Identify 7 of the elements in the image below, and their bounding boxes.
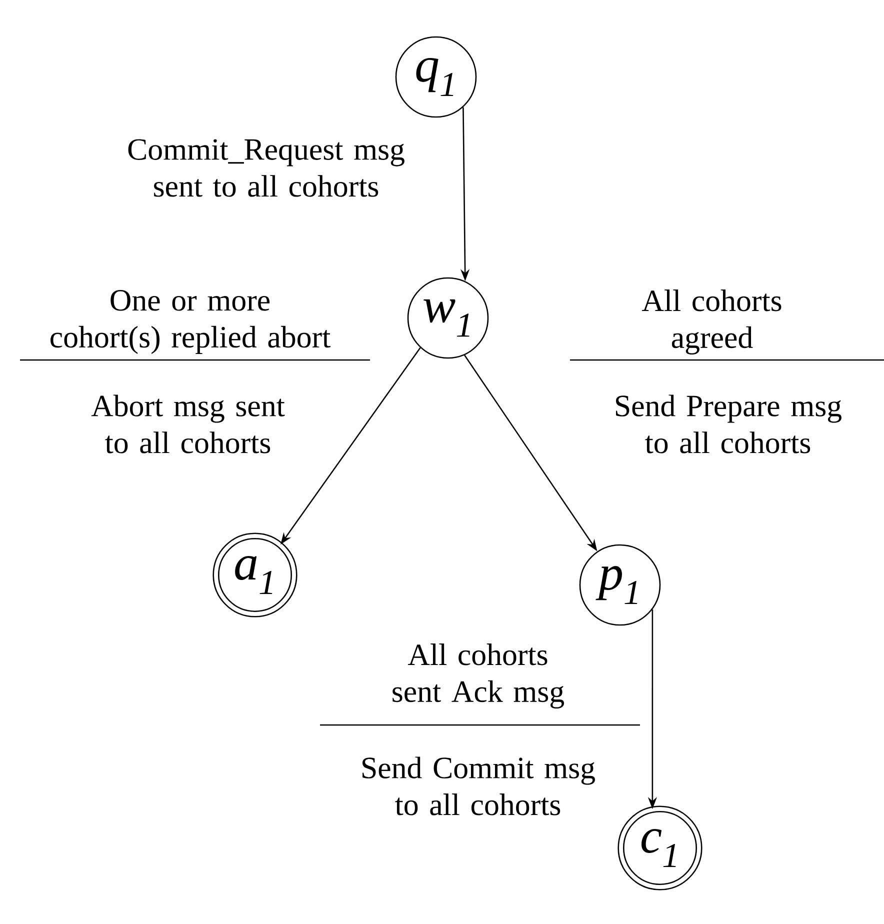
action-label: Send Prepare msg to all cohorts <box>616 394 842 454</box>
edge-label: One or more cohort(s) replied abort <box>50 290 330 354</box>
action-label: Send Commit msg to all cohorts <box>362 756 595 816</box>
action-label: Abort msg sent to all cohorts <box>91 394 285 454</box>
edge-label: All cohorts agreed <box>642 290 782 354</box>
edge-label: All cohorts sent Ack msg <box>392 644 564 708</box>
edge-label: Commit_Request msg sent to all cohorts <box>128 139 404 197</box>
